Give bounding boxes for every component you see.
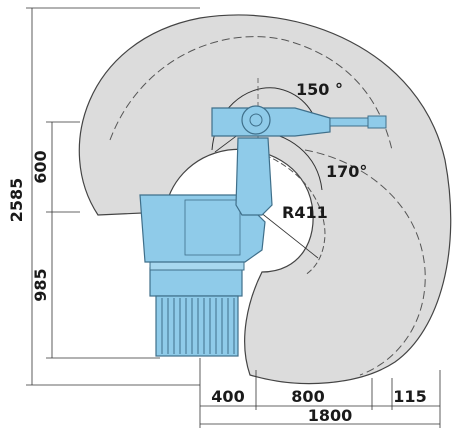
radius-leader-line bbox=[259, 211, 319, 259]
horizontal-dimension-lines bbox=[199, 358, 441, 428]
elbow-joint bbox=[241, 105, 271, 135]
robot-base bbox=[149, 261, 245, 357]
outer-reach-arc bbox=[304, 149, 426, 376]
robot-upper-arm bbox=[235, 137, 273, 216]
dimension-reach-mid: 800 bbox=[291, 387, 324, 406]
robot-wrist bbox=[329, 117, 369, 127]
dimension-base-offset: 400 bbox=[211, 387, 244, 406]
elbow-joint-hub bbox=[249, 113, 263, 127]
annotation-inner-radius: R411 bbox=[282, 203, 328, 222]
dimension-total-reach: 1800 bbox=[308, 406, 353, 425]
annotation-wrist-angle: 170° bbox=[326, 162, 367, 181]
dimension-lower-height: 985 bbox=[31, 268, 50, 301]
workspace-envelope bbox=[78, 14, 452, 385]
robot-forearm bbox=[211, 107, 331, 137]
vertical-dimension-lines bbox=[26, 7, 200, 386]
annotation-upper-arm-angle: 150 ° bbox=[296, 80, 343, 99]
turret-panel bbox=[184, 199, 241, 256]
wrist-arc bbox=[264, 154, 326, 276]
robot-flange bbox=[367, 115, 387, 129]
dimension-reach-end: 115 bbox=[393, 387, 426, 406]
dimension-overall-height: 2585 bbox=[7, 178, 26, 223]
inner-reach-arc bbox=[109, 36, 393, 151]
dimension-upper-height: 600 bbox=[31, 150, 50, 183]
